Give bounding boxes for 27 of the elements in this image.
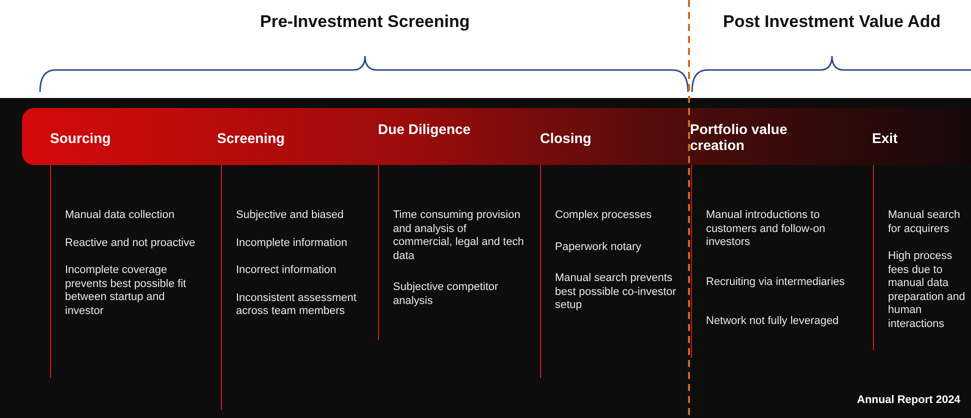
stage-band <box>22 108 971 165</box>
pain-point-text: Inconsistent assessment across team members <box>236 292 358 318</box>
pain-point-text: Incorrect information <box>236 264 338 278</box>
pain-point-text: Network not fully leveraged <box>706 315 840 328</box>
stage-heading: Screening <box>217 130 286 146</box>
pain-point-text: Complex processes <box>555 209 653 222</box>
pain-point-text: Incomplete coverage prevents best possible fit between startup and investor <box>65 264 188 318</box>
pain-point-text: Manual data collection <box>65 209 176 222</box>
pain-point-text: Manual search prevents best possible co-investor setup <box>555 272 678 312</box>
stage-heading: Due Diligence <box>378 121 472 137</box>
stage-heading: Exit <box>872 130 899 146</box>
pain-point-text: High process fees due to manual data preparation and human interactions <box>888 250 966 331</box>
pain-point-text: Subjective and biased <box>236 209 345 222</box>
stage-heading: Sourcing <box>50 130 112 146</box>
stage-heading: Portfolio value creation <box>690 121 788 153</box>
pain-point-text: Recruiting via intermediaries <box>706 276 846 289</box>
pain-point-text: Time consuming provision and analysis of commercial, legal and tech data <box>393 209 525 263</box>
phase-title: Post Investment Value Add <box>723 12 941 32</box>
pain-point-text: Subjective competitor analysis <box>393 281 500 308</box>
pain-point-text: Paperwork notary <box>555 240 642 254</box>
pain-point-text: Manual introductions to customers and follow-on investors <box>706 209 826 250</box>
pain-point-text: Incomplete information <box>236 236 348 250</box>
pain-point-text: Manual search for acquirers <box>888 209 962 236</box>
stage-heading: Closing <box>540 130 592 146</box>
phase-title: Pre-Investment Screening <box>260 12 470 32</box>
pain-point-text: Reactive and not proactive <box>65 236 196 250</box>
source-note: Annual Report 2024 <box>857 394 960 406</box>
